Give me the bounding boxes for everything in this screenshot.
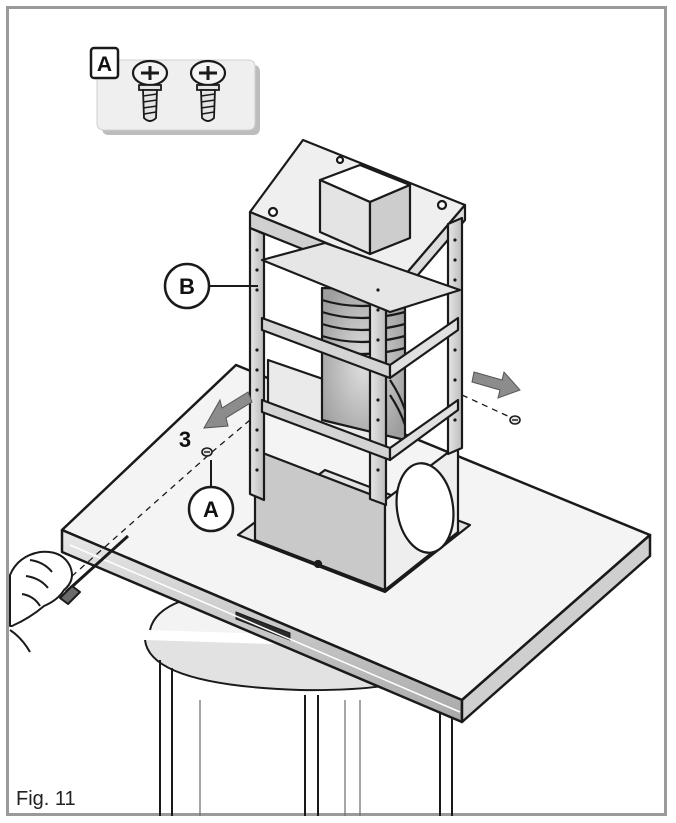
hand-with-screwdriver-icon (9, 534, 130, 653)
callout-a: A (187, 460, 235, 533)
motor-housing (236, 443, 472, 594)
screw-icon (131, 59, 169, 122)
screw-icon (189, 59, 227, 122)
frame-holes (255, 238, 457, 472)
screw-legend: A (89, 46, 260, 135)
arrow-left-icon (203, 391, 253, 429)
screw-icon (201, 447, 213, 457)
arrow-right-icon (471, 370, 521, 399)
callout-b-label: B (179, 274, 195, 299)
step-number: 3 (179, 427, 191, 452)
callout-a-label: A (203, 497, 219, 522)
callout-b: B (163, 262, 258, 310)
screw-icon (509, 415, 521, 425)
chimney-frame (248, 138, 467, 507)
legend-label: A (97, 53, 112, 76)
legend-label-box (89, 46, 120, 80)
figure-caption: Fig. 11 (16, 788, 76, 810)
exhaust-opening (395, 462, 455, 554)
